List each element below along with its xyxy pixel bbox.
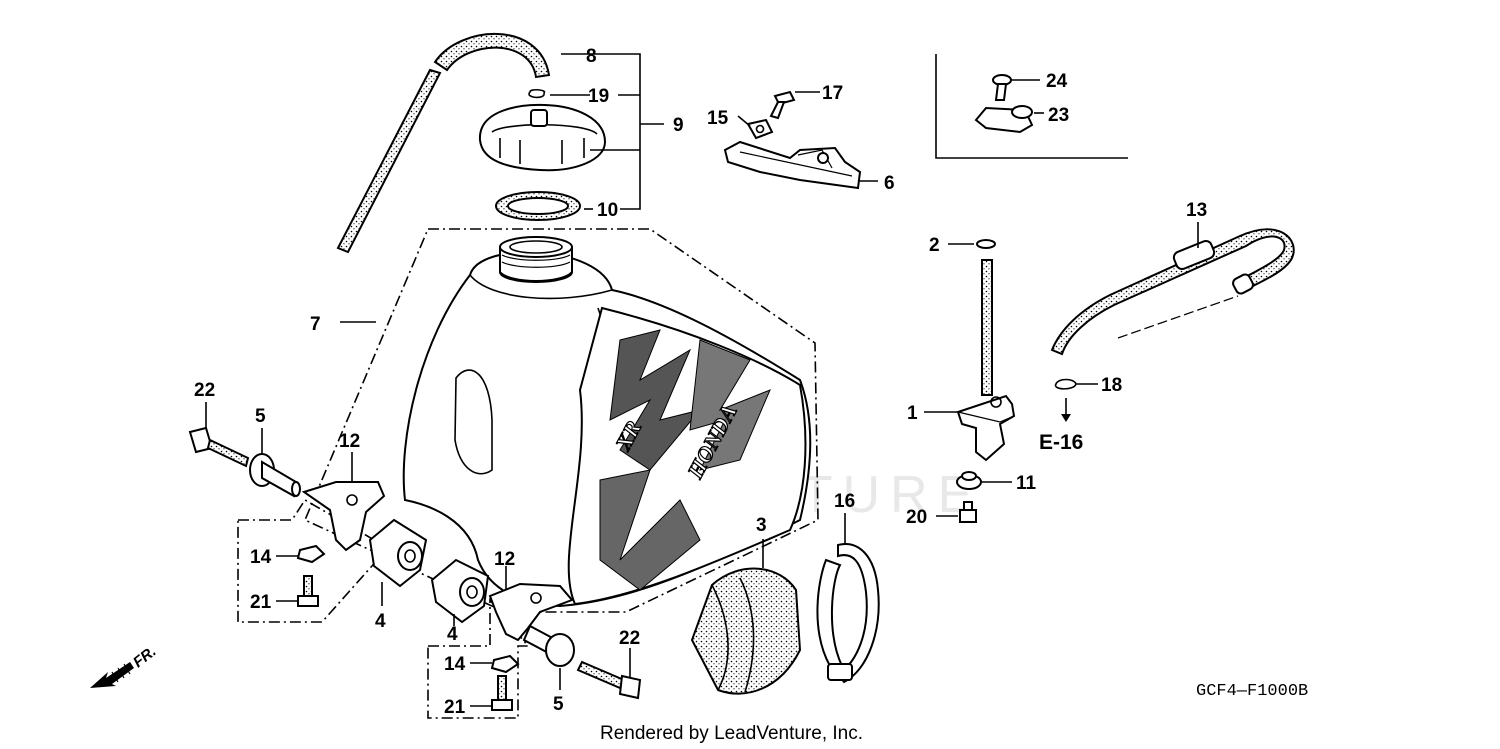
callout-20: 20 bbox=[906, 507, 927, 528]
clip-23[interactable] bbox=[974, 105, 1034, 134]
o-ring-2[interactable] bbox=[976, 239, 996, 249]
callout-13: 13 bbox=[1186, 200, 1207, 221]
callout-5-left: 5 bbox=[255, 406, 266, 427]
nut-14-right[interactable] bbox=[490, 654, 520, 674]
bolt-20[interactable] bbox=[959, 501, 977, 523]
callout-1: 1 bbox=[907, 403, 918, 424]
callout-4-left: 4 bbox=[375, 611, 386, 632]
mount-group-outline-right bbox=[427, 597, 530, 719]
front-label: FR. bbox=[130, 643, 160, 671]
callout-21-right: 21 bbox=[444, 697, 466, 718]
callout-5-right: 5 bbox=[553, 694, 564, 715]
bracket-12-right[interactable] bbox=[488, 582, 574, 642]
screw-24[interactable] bbox=[992, 74, 1012, 101]
callout-19: 19 bbox=[588, 86, 609, 107]
bolt-21-right[interactable] bbox=[491, 675, 513, 711]
credit-line: Rendered by LeadVenture, Inc. bbox=[600, 723, 863, 744]
callout-15: 15 bbox=[707, 108, 729, 129]
nut-14-left[interactable] bbox=[296, 544, 326, 564]
bolt-17[interactable] bbox=[769, 90, 796, 120]
callout-23: 23 bbox=[1048, 105, 1069, 126]
clip-19[interactable] bbox=[528, 88, 546, 99]
collar-5-right[interactable] bbox=[522, 624, 575, 667]
washer-11[interactable] bbox=[956, 471, 982, 490]
callout-14-right: 14 bbox=[444, 654, 466, 675]
callout-2: 2 bbox=[929, 235, 940, 256]
seat-bracket[interactable] bbox=[723, 140, 862, 190]
cap-gasket[interactable] bbox=[495, 191, 581, 221]
fuel-valve[interactable] bbox=[956, 259, 1016, 462]
callout-12-right: 12 bbox=[494, 549, 515, 570]
callout-17: 17 bbox=[822, 83, 843, 104]
fuel-cap[interactable] bbox=[478, 103, 607, 172]
callout-6: 6 bbox=[884, 173, 895, 194]
callout-14-left: 14 bbox=[250, 547, 272, 568]
fuel-hose[interactable] bbox=[1050, 228, 1295, 356]
callout-7: 7 bbox=[310, 314, 321, 335]
tank-band[interactable] bbox=[816, 543, 880, 684]
tank-pad[interactable] bbox=[690, 567, 802, 695]
bolt-21-left[interactable] bbox=[297, 575, 319, 607]
nut-15[interactable] bbox=[746, 118, 774, 140]
collar-5-left[interactable] bbox=[249, 453, 301, 498]
callout-11: 11 bbox=[1016, 473, 1037, 494]
fuel-tank[interactable]: HONDA XR bbox=[303, 228, 819, 613]
callout-22-right: 22 bbox=[619, 628, 640, 649]
callout-10: 10 bbox=[597, 200, 618, 221]
callout-3: 3 bbox=[756, 515, 767, 536]
callout-22-left: 22 bbox=[194, 380, 215, 401]
callout-9: 9 bbox=[673, 115, 684, 136]
inset-frame bbox=[935, 54, 1128, 159]
callout-16: 16 bbox=[834, 491, 855, 512]
callout-8: 8 bbox=[586, 46, 597, 67]
breather-tube[interactable] bbox=[336, 33, 551, 254]
callout-21-left: 21 bbox=[250, 592, 272, 613]
reference-e16: E-16 bbox=[1039, 431, 1083, 454]
bolt-22-right[interactable] bbox=[576, 660, 642, 700]
rubber-4-left[interactable] bbox=[368, 518, 428, 588]
rubber-4-right[interactable] bbox=[430, 558, 490, 624]
callout-24: 24 bbox=[1046, 71, 1068, 92]
bracket-12-left[interactable] bbox=[301, 481, 386, 552]
callout-18: 18 bbox=[1101, 375, 1122, 396]
callout-12-left: 12 bbox=[339, 431, 360, 452]
clip-18[interactable] bbox=[1054, 378, 1077, 390]
bolt-22-left[interactable] bbox=[188, 426, 250, 468]
diagram-code: GCF4—F1000B bbox=[1196, 682, 1308, 701]
front-direction-arrow: FR. bbox=[90, 643, 160, 688]
callout-4-right: 4 bbox=[447, 624, 458, 645]
